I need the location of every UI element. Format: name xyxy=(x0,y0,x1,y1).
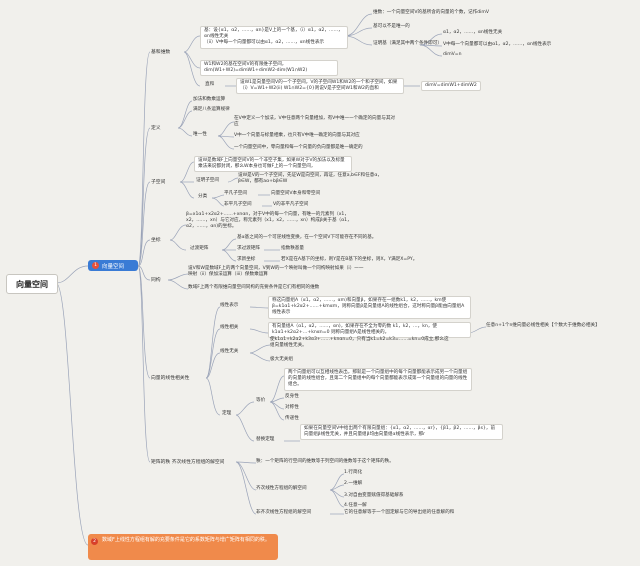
node-prove-basis[interactable]: 证明基（满足其中两个条件即可） xyxy=(373,41,442,46)
node-theorem[interactable]: 定理 xyxy=(222,411,232,416)
node-trivial[interactable]: 平凡子空间 xyxy=(224,191,247,196)
node-step-1[interactable]: 1.行简化 xyxy=(344,470,363,475)
node-subspace-proof[interactable]: 设W是V的一个子空间，先证W是向空间，再证，任意a,b∈F和任意α，β∈W，都有… xyxy=(238,173,382,185)
node-replacement-theorem[interactable]: 替换定理 xyxy=(256,437,275,442)
node-step-3[interactable]: 3.对自由变量赋值得基础解系 xyxy=(344,493,404,498)
node-find-transition[interactable]: 求过渡矩阵 xyxy=(237,246,260,251)
node-basis-dimension[interactable]: 基和维数 xyxy=(151,50,171,55)
node-coordinate-def[interactable]: β=x1α1+x2α2+……+xnαn，对于V中的每一个向量，有唯一的元素列（x… xyxy=(186,212,352,230)
node-basis-not-unique[interactable]: 基可以不是唯一的 xyxy=(373,24,410,29)
node-subspace-def[interactable]: 设W是数域F上向量空间V的一个非空子集，如果W对于V的加法以及标量乘法来说都封闭… xyxy=(194,156,352,173)
node-unique-3[interactable]: 一个向量空间中，零向量和每一个向量的负向量都是唯一确定的 xyxy=(234,145,363,150)
node-nontrivial-desc[interactable]: V的非平凡子空间 xyxy=(273,202,309,207)
branch-label: 数域F上线性方程组有解的充要条件是它的系数矩阵与增广矩阵有相同的秩。 xyxy=(102,537,270,543)
node-nontrivial[interactable]: 非平凡子空间 xyxy=(224,202,252,207)
node-reflexive[interactable]: 反身性 xyxy=(285,394,299,399)
node-definition[interactable]: 定义 xyxy=(151,126,161,131)
node-isomorphism-dim[interactable]: 数域F上两个有限维向量空间同构的充要条件是它们有相同的维数 xyxy=(188,285,320,290)
branch-number-badge: 2 xyxy=(91,538,98,545)
branch-label: 向量空间 xyxy=(102,263,125,270)
node-prove-1[interactable]: α1，α2，……，αn线性无关 xyxy=(443,30,503,35)
node-prove-3[interactable]: dimV=n xyxy=(443,52,462,57)
node-linear-representation[interactable]: 线性表示 xyxy=(220,303,239,308)
node-isomorphism[interactable]: 同构 xyxy=(151,278,161,283)
node-trivial-desc[interactable]: 向量空间V本身和零空间 xyxy=(271,191,321,196)
node-basis-def[interactable]: 基：设{α1，α2，……，αn}是V上的一个基，（i）α1，α2，……，αn线性… xyxy=(200,26,348,49)
node-find-coordinate[interactable]: 求新坐标 xyxy=(237,257,256,262)
node-dimension[interactable]: 维数：一个向量空间V的基所含的向量的个数，记作dimV xyxy=(373,10,490,15)
node-dim-formula[interactable]: W1和W2的基在空间V的有限维子空间，dim(W1+W2)=dimW1+dimW… xyxy=(200,60,338,77)
node-rank-def[interactable]: 秩：一个矩阵的行空间的维数等于列空间的维数等于这个矩阵的秩。 xyxy=(256,459,394,464)
node-linearly-dependent-def[interactable]: 有向量组A（α1，α2，……，αn)，如果存在不全为零的数 k1，k2，…，kn… xyxy=(268,322,471,339)
node-subspace[interactable]: 子空间 xyxy=(151,180,166,185)
node-direct-sum-dim[interactable]: dimV=dimW1+dimW2 xyxy=(421,81,481,92)
node-coordinates[interactable]: 坐标 xyxy=(151,238,161,243)
node-symmetric[interactable]: 对称性 xyxy=(285,405,299,410)
node-prove-subspace[interactable]: 证明子空间 xyxy=(196,178,219,183)
node-unique-2[interactable]: V中一个向量与标量相乘，也只有V中唯一确定的向量与其对应 xyxy=(234,133,360,138)
node-classification[interactable]: 分类 xyxy=(198,194,208,199)
node-replacement-def[interactable]: 如果在向量空间V中给出两个有限向量组：{α1，α2，……，αr}，{β1，β2，… xyxy=(300,424,503,441)
node-eight-rules[interactable]: 满足八条运算规律 xyxy=(193,107,230,112)
node-isomorphism-def[interactable]: 设V和W是数域F上的两个向量空间，V到W的一个映射叫做一个同构映射如果（i）一一… xyxy=(188,266,364,278)
node-find-transition-desc[interactable]: 指数秩基量 xyxy=(281,246,304,251)
branch-number-badge: 1 xyxy=(92,262,99,269)
node-linearly-independent[interactable]: 线性无关 xyxy=(220,349,239,354)
node-linear-representation-def[interactable]: 称这向量组A（α1，α2，……，αm)和向量β，如果存在一组数k1，k2，……，… xyxy=(268,296,471,319)
node-transitive[interactable]: 传递性 xyxy=(285,416,299,421)
node-maximal-independent[interactable]: 极大无关组 xyxy=(270,357,293,362)
node-direct-sum-def[interactable]: 设W1是向量空间V的一个子空间，V的子空间W1和W2的一个和子空间，如果（i）V… xyxy=(236,78,404,95)
node-step-2[interactable]: 2.一维解 xyxy=(344,481,363,486)
node-independent-def[interactable]: 使k1α1+k2α2+k3α3+……+knαn=0，只有当k1=k2=k3=……… xyxy=(270,337,449,349)
node-nonhomogeneous-solution[interactable]: 非齐次线性方程组的解空间 xyxy=(256,510,312,515)
node-direct-sum[interactable]: 直和 xyxy=(205,82,215,87)
node-matrix-rank[interactable]: 矩阵的秩 齐次线性方程组的解空间 xyxy=(151,460,225,465)
branch-linear-equations[interactable]: 2 数域F上线性方程组有解的充要条件是它的系数矩阵与增广矩阵有相同的秩。 xyxy=(88,534,278,560)
node-prove-2[interactable]: V中每一个向量都可以由α1，α2，……，αn线性表示 xyxy=(443,42,552,47)
node-uniqueness[interactable]: 唯一性 xyxy=(193,132,207,137)
node-unique-1[interactable]: 在V中定义一个加法，V中任意两个向量相加，有V中唯一一个确定的向量与其对应 xyxy=(234,116,396,128)
node-equivalence[interactable]: 等价 xyxy=(256,398,266,403)
node-find-coordinate-desc[interactable]: 若X是在A基下的坐标，则Y是在B基下的坐标，则X，Y满足X=PY。 xyxy=(281,257,418,262)
node-equivalence-def[interactable]: 两个向量组可以互相线性表出，那就是一个向量组中的每个向量都能表示成另一个向量组的… xyxy=(284,368,472,391)
branch-vector-space[interactable]: 1 向量空间 xyxy=(88,260,138,271)
node-homogeneous-solution[interactable]: 齐次线性方程组的解空间 xyxy=(256,486,307,491)
node-transition-def[interactable]: 基α基之间的一个可逆线性变换，在一个空间V下可能存在不同的基。 xyxy=(237,235,377,240)
node-operations[interactable]: 加法和数乘运算 xyxy=(193,97,226,102)
node-step-4[interactable]: 4.任意一解 xyxy=(344,503,367,508)
node-dependence-rule[interactable]: 任意n+1个n维向量必线性相关【个数大于维数必相关】 xyxy=(486,323,600,328)
root-node[interactable]: 向量空间 xyxy=(6,274,58,294)
node-transition-matrix[interactable]: 过渡矩阵 xyxy=(190,246,209,251)
node-nonhomogeneous-desc[interactable]: 它的任意解等于一个固定解与它的导出组的任意解的和 xyxy=(344,510,455,515)
node-linearly-dependent[interactable]: 线性相关 xyxy=(220,325,239,330)
node-linear-dependence[interactable]: 向量的线性相关性 xyxy=(151,376,190,381)
